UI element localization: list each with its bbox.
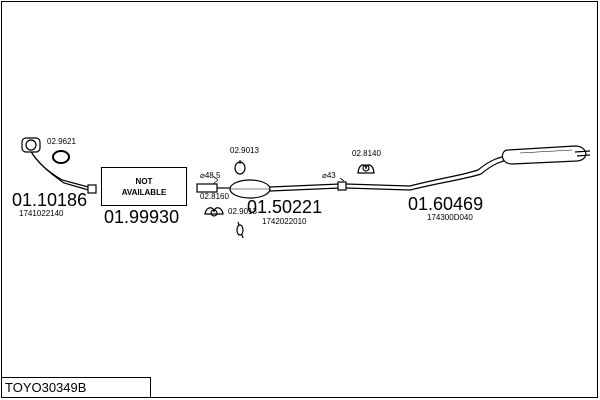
rear-box-number: 01.60469 [408, 194, 484, 214]
rear-pipe [345, 154, 516, 187]
not-available-box: NOT AVAILABLE [101, 167, 187, 206]
mid-pipe [269, 183, 341, 192]
reference-code: TOYO30349B [5, 380, 87, 395]
front-pipe-oem: 1741022140 [19, 209, 64, 218]
rear-mount-code: 02.8140 [352, 149, 381, 158]
mount-hanger-left [204, 207, 224, 215]
centre-box-number: 01.50221 [247, 197, 323, 217]
centre-diameter: ⌀48,5 [200, 171, 221, 180]
front-pipe-number: 01.10186 [12, 190, 88, 210]
rear-box-oem: 174300D040 [427, 213, 473, 222]
catalyst-number: 01.99930 [104, 207, 180, 227]
na-line2: AVAILABLE [121, 188, 167, 197]
mount-hanger-rear [357, 164, 375, 174]
na-line1: NOT [135, 177, 153, 186]
centre-box-oem: 1742022010 [262, 217, 307, 226]
mount-top-code: 02.9013 [230, 146, 259, 155]
gasket-ring [52, 150, 70, 164]
front-pipe-flange [21, 137, 41, 153]
reference-box: TOYO30349B [1, 377, 151, 398]
mount-left-code: 02.8160 [200, 192, 229, 201]
rear-diameter: ⌀43 [322, 171, 336, 180]
centre-inlet [196, 183, 218, 193]
rear-muffler [501, 145, 587, 165]
mount-bottom-code: 02.9013 [228, 207, 257, 216]
gasket-code: 02.9621 [47, 137, 76, 146]
